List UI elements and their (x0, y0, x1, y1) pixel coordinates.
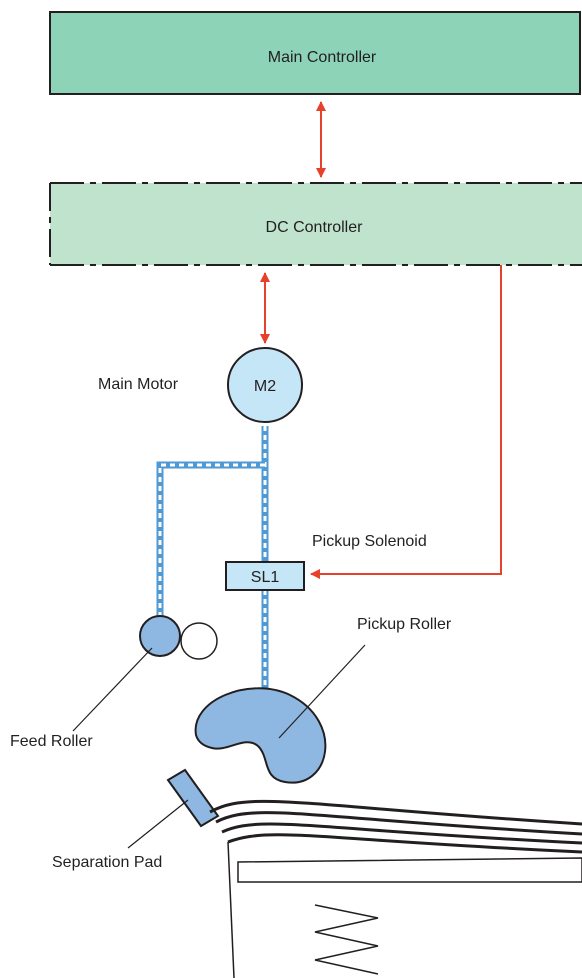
separation-pad-label: Separation Pad (52, 854, 162, 871)
main-controller-box (49, 11, 581, 95)
pickup-roller-leader (278, 644, 366, 739)
pickup-solenoid-id: SL1 (251, 569, 280, 586)
separation-pad-group: Separation Pad (52, 768, 220, 871)
tray-front-wall (227, 841, 235, 978)
pickup-roller-label: Pickup Roller (357, 616, 452, 633)
paper-sheet (209, 799, 582, 826)
main-motor-circle (227, 347, 303, 423)
lift-plate (237, 857, 582, 883)
pickup-solenoid-box (225, 561, 305, 591)
separation-pad (166, 768, 220, 828)
feed-shaft-outline (156, 461, 265, 618)
main-controller-label: Main Controller (268, 49, 377, 66)
feed-roller-leader (72, 647, 153, 732)
main-motor-id: M2 (254, 378, 276, 395)
feed-roller-label: Feed Roller (10, 733, 93, 750)
paper-tray (209, 799, 582, 978)
main-motor: M2 Main Motor (98, 347, 303, 423)
feed-roller-pair: Feed Roller (10, 615, 218, 750)
dc-controller-label: DC Controller (266, 219, 364, 236)
lift-spring (314, 904, 379, 975)
dc-controller-box (50, 183, 582, 265)
paper-sheet (215, 811, 582, 836)
paper-sheet (221, 822, 582, 845)
feed-roller (139, 615, 181, 657)
dc-controller-block: DC Controller (49, 182, 582, 266)
drive-shafts (156, 426, 269, 695)
pickup-roller (194, 687, 327, 784)
dc-solenoid-signal-line (310, 265, 502, 579)
pickup-roller-group: Pickup Roller (194, 616, 452, 784)
pickup-solenoid-label: Pickup Solenoid (312, 533, 427, 550)
main-motor-label: Main Motor (98, 376, 179, 393)
feed-shaft-dash (158, 463, 265, 618)
paper-sheet (227, 833, 582, 854)
feed-idler-roller (180, 622, 218, 660)
pickup-solenoid: SL1 Pickup Solenoid (225, 533, 427, 591)
separation-pad-leader (127, 799, 189, 849)
main-controller-block: Main Controller (49, 11, 581, 95)
